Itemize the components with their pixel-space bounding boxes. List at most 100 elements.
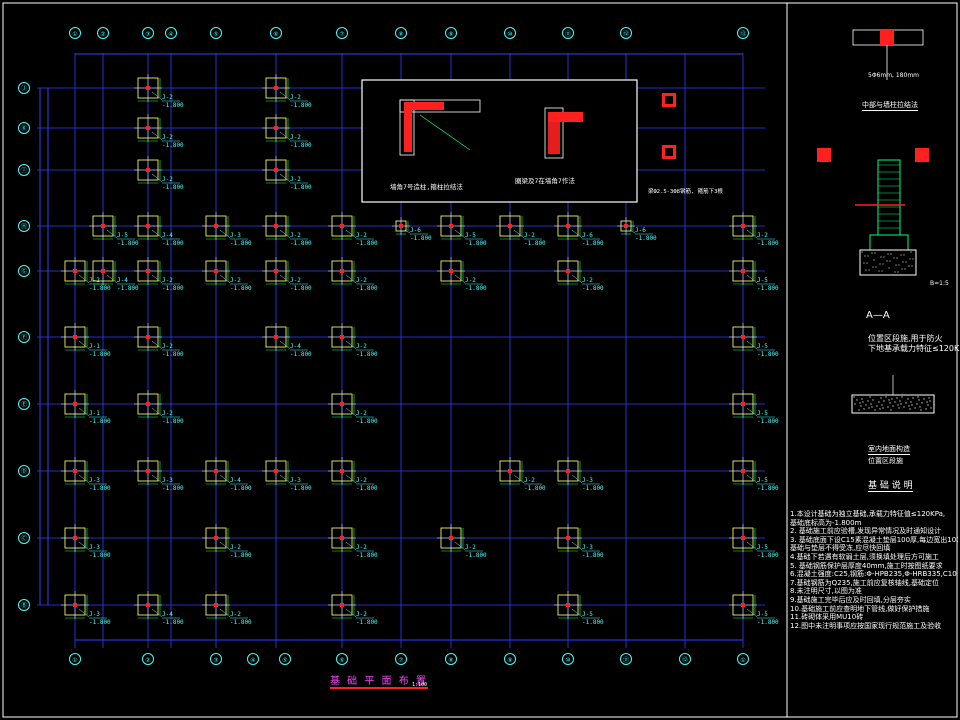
floor-speck: [911, 404, 913, 406]
floor-speck: [880, 397, 882, 399]
floor-speck: [863, 408, 865, 410]
axis-bubble-top: [69, 27, 81, 39]
beam-section: [548, 112, 560, 154]
leader-line: [345, 608, 357, 618]
footing-depth: -1.800: [89, 485, 111, 492]
concrete-speck: [904, 268, 906, 270]
design-notes: 1.本设计基础为独立基础,承载力特征值≤120KPa, 基础底标高为-1.800…: [790, 510, 958, 630]
footing-label: J-3: [162, 477, 173, 484]
axis-label-left: Ⓓ: [21, 468, 27, 476]
leader-line: [571, 474, 583, 484]
axis-bubble-bottom: [620, 653, 632, 665]
floor-speck: [899, 400, 901, 402]
axis-label-top: ⑧: [398, 31, 403, 38]
footing-label: J-4: [290, 343, 301, 350]
column-mark: [624, 224, 628, 228]
leader-line: [219, 474, 231, 484]
note-line: 1.本设计基础为独立基础,承载力特征值≤120KPa,: [790, 510, 946, 518]
concrete-speck: [867, 255, 869, 257]
notes-title: 基 础 说 明: [868, 478, 913, 492]
footing-label: J-3: [582, 477, 593, 484]
column-mark: [73, 536, 77, 540]
side-top-caption: 中部与墙柱拉结法: [862, 101, 918, 111]
footing-label: J-2: [162, 94, 173, 101]
axis-bubble-left: [18, 82, 30, 94]
column-mark: [566, 269, 570, 273]
note-line: 10.基础施工前应查明地下管线,做好保护措施: [790, 604, 930, 613]
footing-label: J-2: [582, 277, 593, 284]
axis-label-bottom: ⑧: [448, 657, 453, 664]
column-mark: [146, 269, 150, 273]
concrete-speck: [895, 264, 897, 266]
concrete-speck: [908, 265, 910, 267]
footing-depth: -1.800: [290, 485, 312, 492]
axis-label-top: ⑨: [448, 31, 453, 38]
axis-bubble-bottom: [395, 653, 407, 665]
floor-speck: [860, 405, 862, 407]
footing-depth: -1.800: [757, 552, 779, 559]
leader-line: [106, 229, 118, 239]
leader-line: [78, 340, 90, 350]
footing-label: J-4: [162, 611, 173, 618]
footing-label: J-5: [757, 410, 768, 417]
floor-speck: [868, 407, 870, 409]
column-mark: [73, 469, 77, 473]
footing-label: J-2: [290, 94, 301, 101]
footing-depth: -1.800: [356, 240, 378, 247]
floor-speck: [900, 403, 902, 405]
floor-speck: [854, 403, 856, 405]
leader-line: [151, 407, 163, 417]
floor-speck: [869, 396, 871, 398]
axis-label-top: ⑥: [273, 31, 278, 38]
floor-speck: [897, 404, 899, 406]
column-section: [404, 102, 412, 152]
footing-label: J-5: [757, 544, 768, 551]
concrete-speck: [898, 264, 900, 266]
axis-bubble-top: [336, 27, 348, 39]
floor-speck: [871, 406, 873, 408]
note-line: 12.图中未注明事项应按国家现行规范施工及验收: [790, 621, 942, 630]
note-line: 2. 基础施工前应验槽,发现异常情况及时通知设计: [790, 527, 942, 536]
column-mark: [274, 469, 278, 473]
column-mark: [101, 269, 105, 273]
axis-bubble-bottom: [142, 653, 154, 665]
axis-bubble-bottom: [247, 653, 259, 665]
column-mark: [741, 224, 745, 228]
footing-label: J-2: [356, 277, 367, 284]
floor-speck: [872, 399, 874, 401]
axis-label-left: Ⓖ: [21, 268, 27, 276]
column-mark: [214, 224, 218, 228]
column-mark: [73, 269, 77, 273]
axis-bubble-bottom: [210, 653, 222, 665]
concrete-speck: [865, 269, 867, 271]
column-detail-core: [665, 148, 673, 156]
axis-bubble-top: [562, 27, 574, 39]
column-mark: [449, 224, 453, 228]
floor-speck: [916, 403, 918, 405]
footing-label: J-2: [356, 343, 367, 350]
footing-label: J-3: [582, 544, 593, 551]
column-mark: [508, 469, 512, 473]
axis-bubble-bottom: [69, 653, 81, 665]
footing-label: J-3: [290, 477, 301, 484]
footing-label: J-5: [757, 611, 768, 618]
footing-label: J-2: [356, 544, 367, 551]
section-label: A—A: [866, 310, 890, 321]
leader-line: [345, 541, 357, 551]
column-mark: [101, 224, 105, 228]
axis-label-bottom: ⑫: [682, 656, 688, 664]
footing-depth: -1.800: [356, 285, 378, 292]
note-line: 4.基础下若遇有软弱土层,须换填处理后方可施工: [790, 552, 939, 561]
column-mark: [146, 603, 150, 607]
column-mark: [566, 469, 570, 473]
leader-line: [151, 274, 163, 284]
floor-speck: [896, 397, 898, 399]
footing-depth: -1.800: [290, 285, 312, 292]
floor-speck: [917, 396, 919, 398]
leader-line: [746, 474, 758, 484]
note-line: 8.未注明尺寸,以图为准: [790, 587, 862, 596]
footing-depth: -1.800: [117, 285, 139, 292]
concrete-speck: [902, 261, 904, 263]
axis-bubble-bottom: [445, 653, 457, 665]
